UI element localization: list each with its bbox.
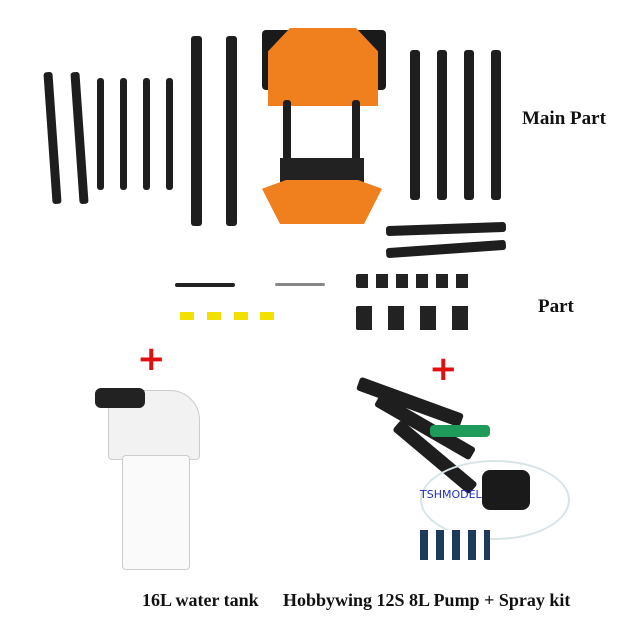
horizontal-tube xyxy=(385,239,507,259)
mount-clamps xyxy=(356,306,476,330)
arm-tube xyxy=(491,50,501,200)
carbon-leg xyxy=(97,78,104,190)
bottom-frame xyxy=(262,180,382,224)
screw-part xyxy=(275,283,325,286)
frame-post xyxy=(352,100,360,170)
main-part-label: Main Part xyxy=(522,108,606,129)
warning-sticker xyxy=(180,312,194,320)
arm-tube xyxy=(464,50,474,200)
tank-body xyxy=(122,455,190,570)
warning-sticker xyxy=(234,312,248,320)
landing-leg xyxy=(191,36,202,226)
pump xyxy=(482,470,530,510)
plus-sign: + xyxy=(137,339,166,379)
connector-parts xyxy=(356,274,476,288)
watermark: TSHMODEL xyxy=(420,488,482,501)
carbon-leg xyxy=(120,78,127,190)
canopy xyxy=(268,28,378,106)
landing-leg xyxy=(226,36,237,226)
tank-handle xyxy=(95,388,145,408)
hose xyxy=(420,460,570,540)
part-label: Part xyxy=(538,296,574,317)
screw-part xyxy=(175,283,235,287)
frame-post xyxy=(283,100,291,170)
water-tank-label: 16L water tank xyxy=(142,590,259,610)
plus-sign: + xyxy=(429,349,458,389)
carbon-arm xyxy=(70,71,89,205)
nozzle xyxy=(430,425,490,437)
arm-tube xyxy=(410,50,420,200)
spray-kit-label: Hobbywing 12S 8L Pump + Spray kit xyxy=(283,590,571,610)
horizontal-tube xyxy=(385,221,507,237)
warning-sticker xyxy=(207,312,221,320)
carbon-leg xyxy=(166,78,173,190)
battery-tray xyxy=(280,158,364,182)
carbon-arm xyxy=(43,71,62,205)
arm-tube xyxy=(437,50,447,200)
carbon-leg xyxy=(143,78,150,190)
t-connectors xyxy=(420,530,490,560)
warning-sticker xyxy=(260,312,274,320)
